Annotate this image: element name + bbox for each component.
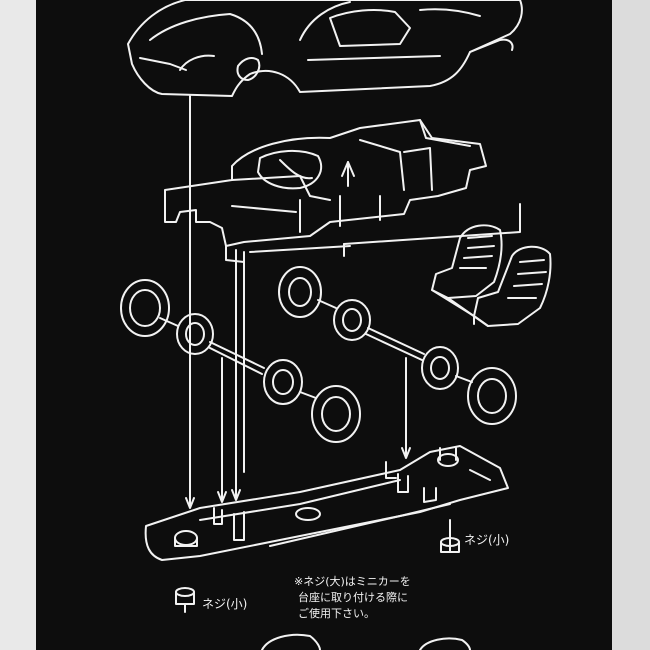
note-line-2: 台座に取り付ける際に	[298, 590, 408, 604]
chassis-base	[144, 445, 509, 561]
note-line-3: ご使用下さい。	[298, 606, 375, 620]
guide-lines	[189, 95, 521, 506]
screw-small-right	[440, 519, 460, 553]
interior-tub	[164, 119, 487, 247]
next-step-parts	[261, 633, 471, 650]
tub-bracket	[225, 245, 351, 263]
note-line-1: ※ネジ(大)はミニカーを	[294, 574, 411, 588]
screw-label-right: ネジ(小)	[464, 533, 509, 547]
instruction-panel	[36, 0, 626, 650]
guide-arrows	[185, 447, 411, 509]
panel-right-edge	[612, 0, 650, 650]
rear-wheels	[278, 266, 517, 425]
body-shell	[127, 0, 523, 97]
screw-small-bottom	[175, 587, 195, 613]
seats	[431, 224, 552, 327]
front-wheels	[120, 279, 361, 443]
screw-label-bottom: ネジ(小)	[202, 597, 247, 611]
